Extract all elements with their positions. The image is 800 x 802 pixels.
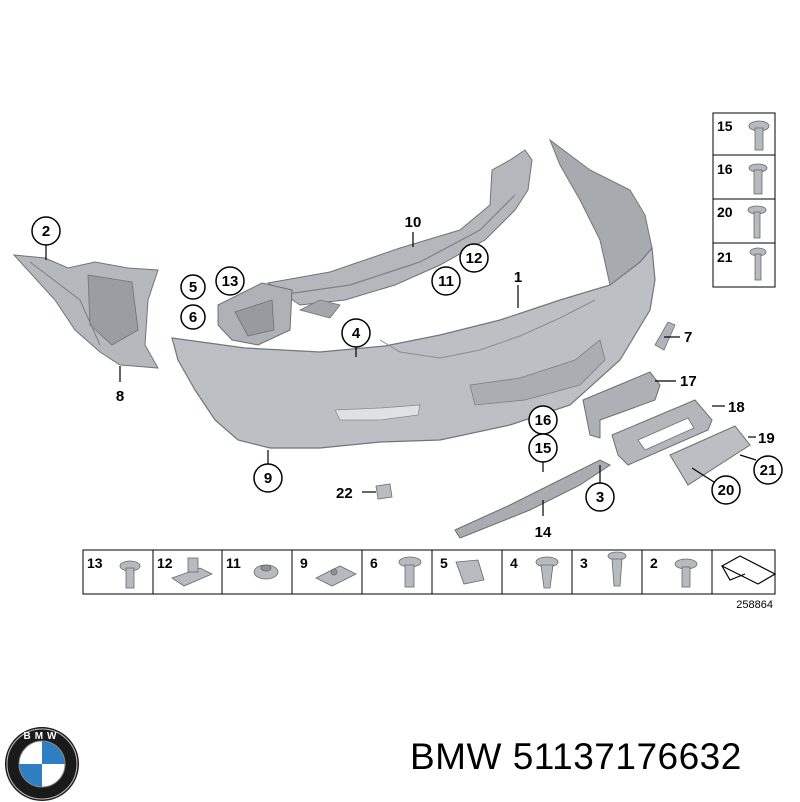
callout-4: 4	[352, 325, 361, 342]
part-bracket-left	[12, 254, 159, 369]
part-plate-holder	[611, 399, 713, 466]
side-panel-num-20: 20	[717, 204, 733, 220]
callout-labels: 2 8 10 13 5 6 1 4 11 12 9 7 17 18 19 21 …	[42, 214, 777, 541]
callout-13: 13	[222, 273, 239, 290]
callout-7: 7	[684, 329, 692, 346]
fastener-bottom-bar: 13 12 11 9 6 5 4 3 2	[82, 549, 777, 595]
bar-num-12: 12	[157, 555, 173, 571]
callout-6: 6	[189, 309, 197, 326]
bar-num-5: 5	[440, 555, 448, 571]
bar-num-9: 9	[300, 555, 308, 571]
part-number-caption: BMW 51137176632	[410, 736, 742, 778]
bmw-logo: BMW	[5, 727, 79, 801]
side-panel-num-15: 15	[717, 118, 733, 134]
callout-11: 11	[438, 273, 454, 290]
callout-22: 22	[336, 485, 353, 502]
callout-20: 20	[718, 482, 735, 499]
bar-num-2: 2	[650, 555, 658, 571]
screw-icon	[119, 560, 141, 589]
screw-icon	[674, 558, 698, 588]
callout-1: 1	[514, 269, 522, 286]
callout-2: 2	[42, 223, 50, 240]
direction-arrow-icon	[720, 555, 777, 585]
brand-name: BMW	[410, 736, 502, 777]
leader-lines	[45, 232, 757, 516]
screw-icon	[747, 120, 770, 281]
callout-9: 9	[264, 470, 272, 487]
callout-12: 12	[466, 250, 483, 267]
rivet-icon	[535, 556, 559, 589]
expansion-nut-icon	[455, 559, 485, 585]
rivet-icon	[607, 551, 627, 587]
part-plate-bracket	[582, 371, 661, 439]
callout-3: 3	[596, 489, 604, 506]
bar-num-6: 6	[370, 555, 378, 571]
callout-14: 14	[535, 524, 552, 541]
part-plate	[669, 425, 751, 486]
part-bracket-small	[217, 282, 293, 346]
callout-21: 21	[760, 462, 777, 479]
nut-icon	[253, 564, 279, 580]
callout-16: 16	[535, 412, 552, 429]
clip-nut-icon	[171, 557, 213, 587]
part-number: 51137176632	[512, 736, 742, 777]
side-panel-num-21: 21	[717, 249, 733, 265]
diagram-id: 258864	[736, 599, 773, 611]
logo-letters: BMW	[24, 731, 61, 742]
side-panel-num-16: 16	[717, 161, 733, 177]
callout-17: 17	[680, 373, 697, 390]
bar-num-11: 11	[226, 555, 241, 571]
part-lower-strip	[454, 459, 611, 539]
screw-icon	[398, 556, 422, 588]
fastener-side-panel: 15 16 20 21	[712, 112, 776, 288]
part-reflector-7	[654, 321, 676, 351]
callout-10: 10	[405, 214, 422, 231]
callout-15: 15	[535, 440, 552, 457]
callout-8: 8	[116, 388, 124, 405]
bar-num-13: 13	[87, 555, 103, 571]
bar-num-4: 4	[510, 555, 518, 571]
part-carrier-upper	[266, 149, 533, 319]
bar-num-3: 3	[580, 555, 588, 571]
callout-19: 19	[758, 430, 775, 447]
callout-18: 18	[728, 399, 745, 416]
callout-5: 5	[189, 279, 197, 296]
plate-nut-icon	[315, 565, 357, 587]
part-bumper-main	[171, 138, 656, 449]
part-clip-22	[375, 483, 393, 500]
